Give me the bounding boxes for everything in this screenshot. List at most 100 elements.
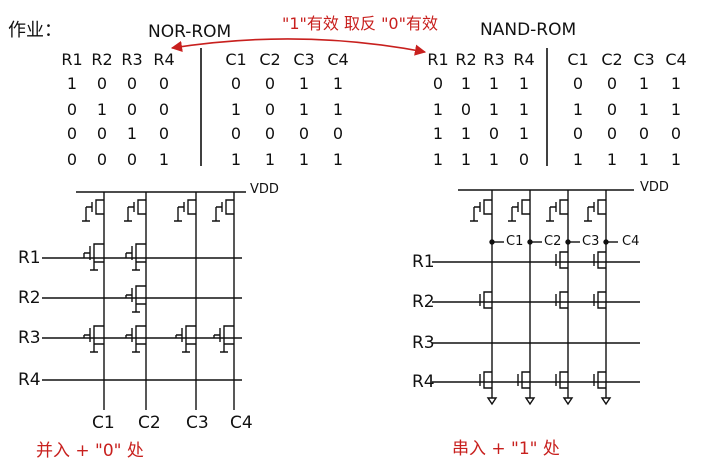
nand-cell: 1 <box>460 74 472 93</box>
nor-header-r4: R4 <box>153 50 175 69</box>
nor-row-r3-label: R3 <box>18 328 41 348</box>
nor-header-r1: R1 <box>61 50 83 69</box>
nor-cell: 0 <box>96 150 108 169</box>
nor-cell: 0 <box>264 100 276 119</box>
nand-caption: 串入 + "1" 处 <box>452 439 560 459</box>
title: 作业： <box>8 20 62 41</box>
nand-cell: 1 <box>518 100 530 119</box>
nor-cell: 0 <box>230 74 242 93</box>
nand-cell: 1 <box>606 150 618 169</box>
nand-cell: 1 <box>488 74 500 93</box>
nand-rom-label: NAND-ROM <box>480 20 577 40</box>
nand-cell: 1 <box>460 124 472 143</box>
nand-cell: 0 <box>606 74 618 93</box>
nand-cell: 0 <box>638 124 650 143</box>
nor-cell: 1 <box>96 100 108 119</box>
nand-cell: 1 <box>670 100 682 119</box>
nand-cell: 1 <box>460 150 472 169</box>
nand-row-r4-label: R4 <box>412 372 435 392</box>
nor-cell: 1 <box>230 150 242 169</box>
nor-row-r1-label: R1 <box>18 248 41 268</box>
nand-cell: 1 <box>670 74 682 93</box>
nand-cell: 1 <box>638 74 650 93</box>
nand-cell: 1 <box>432 150 444 169</box>
nand-cell: 0 <box>606 100 618 119</box>
nor-col-c2-label: C2 <box>138 413 161 433</box>
nand-cell: 0 <box>460 100 472 119</box>
nand-cell: 1 <box>638 100 650 119</box>
nor-cell: 0 <box>66 124 78 143</box>
nand-cell: 0 <box>572 74 584 93</box>
nor-cell: 0 <box>96 74 108 93</box>
nand-header-r2: R2 <box>455 50 477 69</box>
nor-cell: 1 <box>332 100 344 119</box>
nor-cell: 1 <box>298 100 310 119</box>
nor-cell: 1 <box>332 150 344 169</box>
nor-cell: 1 <box>230 100 242 119</box>
nor-cell: 1 <box>298 74 310 93</box>
nor-cell: 1 <box>126 124 138 143</box>
nand-header-c1: C1 <box>567 50 589 69</box>
nand-header-r4: R4 <box>513 50 535 69</box>
nor-cell: 0 <box>230 124 242 143</box>
nor-row-r4-label: R4 <box>18 370 41 390</box>
nor-caption: 并入 + "0" 处 <box>36 441 144 461</box>
nor-cell: 1 <box>66 74 78 93</box>
nor-nand-link-arrow <box>170 38 427 56</box>
nor-col-c3-label: C3 <box>186 413 209 433</box>
nand-tap-c4-label: C4 <box>622 234 640 249</box>
nor-cell: 0 <box>298 124 310 143</box>
nand-header-c3: C3 <box>633 50 655 69</box>
nor-cell: 0 <box>264 74 276 93</box>
nor-cell: 0 <box>66 150 78 169</box>
nor-rom-label: NOR-ROM <box>148 22 232 42</box>
nand-row-r2-label: R2 <box>412 292 435 312</box>
nand-tap-c3-label: C3 <box>582 234 600 249</box>
nand-header-r1: R1 <box>427 50 449 69</box>
nor-cell: 0 <box>126 74 138 93</box>
nand-cell: 1 <box>488 100 500 119</box>
nand-cell: 1 <box>572 150 584 169</box>
nand-cell: 1 <box>432 100 444 119</box>
nor-cell: 1 <box>298 150 310 169</box>
nand-cell: 0 <box>572 124 584 143</box>
nor-cell: 1 <box>158 150 170 169</box>
nor-row-r2-label: R2 <box>18 288 41 308</box>
nand-cell: 0 <box>432 74 444 93</box>
nor-cell: 0 <box>158 74 170 93</box>
nor-col-c4-label: C4 <box>230 413 253 433</box>
nand-vdd-label: VDD <box>640 180 669 195</box>
nand-schematic <box>432 189 640 406</box>
nand-tap-c2-label: C2 <box>544 234 562 249</box>
nand-header-c2: C2 <box>601 50 623 69</box>
nand-tap-c1-label: C1 <box>506 234 524 249</box>
nand-cell: 1 <box>518 74 530 93</box>
nor-cell: 0 <box>158 100 170 119</box>
nand-cell: 0 <box>488 124 500 143</box>
nand-cell: 1 <box>572 100 584 119</box>
nand-cell: 1 <box>638 150 650 169</box>
nand-cell: 1 <box>518 124 530 143</box>
nor-header-r2: R2 <box>91 50 113 69</box>
note-inverted-logic: "1"有效 取反 "0"有效 <box>282 14 438 33</box>
nor-cell: 0 <box>66 100 78 119</box>
nor-cell: 0 <box>332 124 344 143</box>
nor-cell: 0 <box>126 100 138 119</box>
nor-cell: 1 <box>332 74 344 93</box>
nand-header-r3: R3 <box>483 50 505 69</box>
nand-cell: 0 <box>670 124 682 143</box>
nand-row-r3-label: R3 <box>412 333 435 353</box>
nand-cell: 0 <box>606 124 618 143</box>
nor-cell: 0 <box>264 124 276 143</box>
nand-header-c4: C4 <box>665 50 687 69</box>
nand-row-r1-label: R1 <box>412 252 435 272</box>
nor-cell: 1 <box>264 150 276 169</box>
nor-vdd-label: VDD <box>250 182 279 197</box>
nand-cell: 1 <box>488 150 500 169</box>
nor-cell: 0 <box>126 150 138 169</box>
nand-cell: 1 <box>670 150 682 169</box>
nor-cell: 0 <box>96 124 108 143</box>
nor-cell: 0 <box>158 124 170 143</box>
nand-cell: 0 <box>518 150 530 169</box>
